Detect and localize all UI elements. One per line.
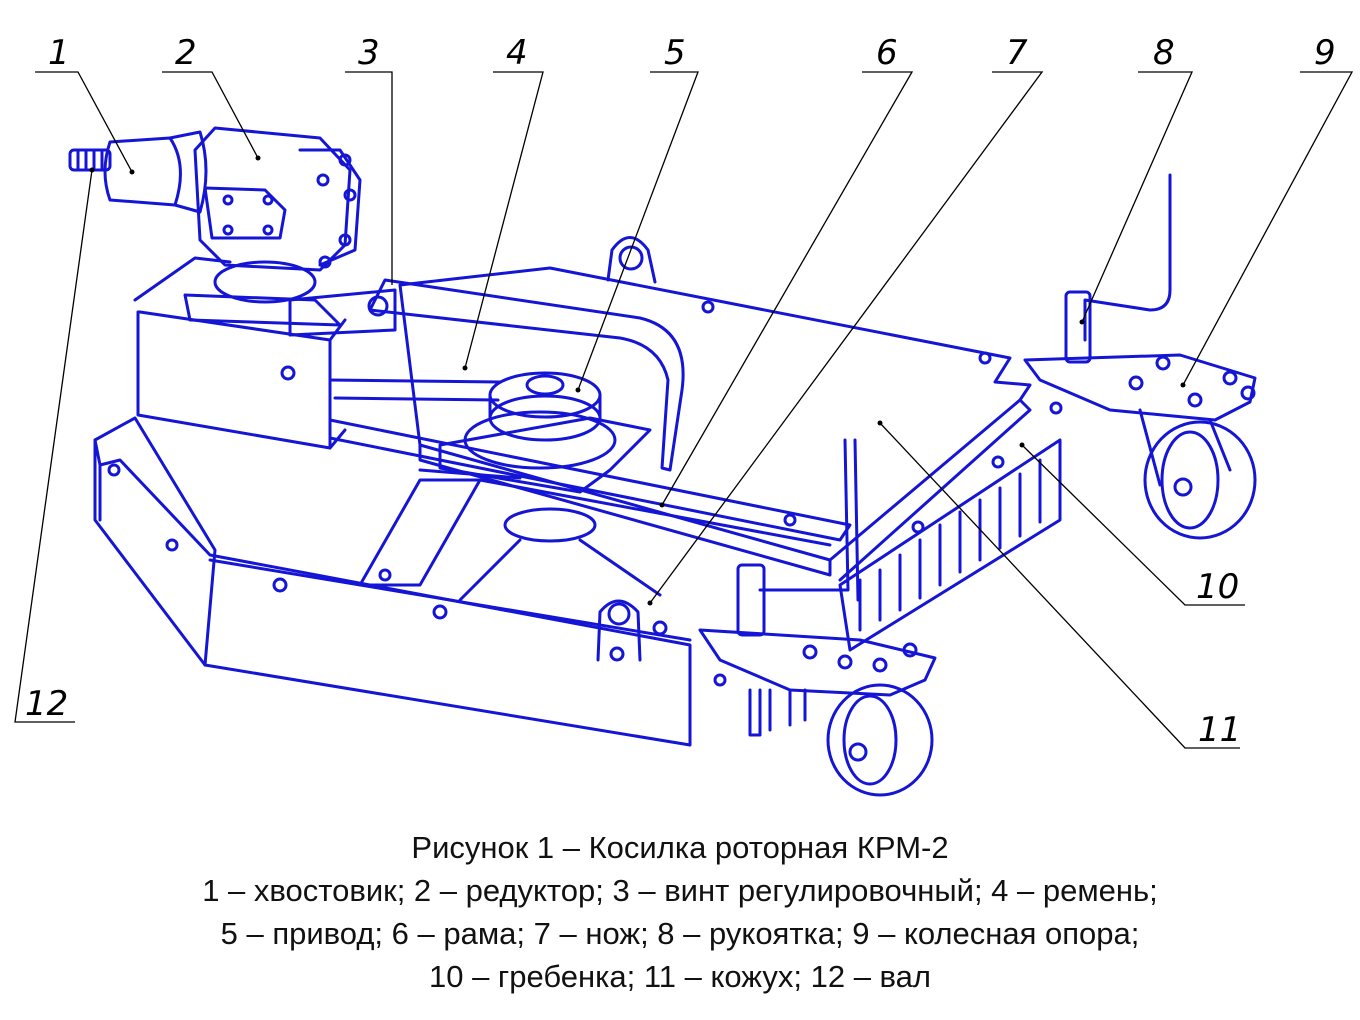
wheel-right-fork bbox=[1138, 408, 1232, 487]
leader-6 bbox=[661, 71, 914, 506]
wheel-left-inner bbox=[842, 694, 898, 786]
pulley-sides bbox=[488, 393, 602, 420]
front-guard bbox=[93, 416, 692, 747]
leader-10 bbox=[1021, 444, 1245, 606]
gearbox-side bbox=[298, 148, 362, 267]
handle-right-post bbox=[1064, 290, 1092, 364]
rear-frame-box bbox=[133, 256, 347, 450]
caption-legend-line-3: 10 – гребенка; 11 – кожух; 12 – вал bbox=[428, 959, 932, 994]
rear-lug bbox=[606, 236, 657, 284]
leader-1 bbox=[35, 71, 133, 173]
caption-legend-line-1: 1 – хвостовик; 2 – редуктор; 3 – винт ре… bbox=[202, 873, 1158, 908]
leader-12 bbox=[14, 169, 93, 723]
gearbox-cover bbox=[203, 186, 287, 240]
leader-8 bbox=[1081, 71, 1193, 323]
gearbox-bolts bbox=[222, 153, 357, 269]
front-lug bbox=[596, 599, 642, 662]
belt bbox=[328, 378, 502, 402]
leader-lines bbox=[14, 71, 1354, 749]
figure-caption: Рисунок 1 – Косилка роторная КРМ-2 1 – х… bbox=[0, 826, 1360, 998]
shank-flange bbox=[168, 130, 208, 214]
leader-9 bbox=[1182, 71, 1354, 386]
wheel-right-inner bbox=[1160, 430, 1220, 530]
wheel-plate-left bbox=[698, 628, 937, 697]
frame-bolt bbox=[280, 365, 296, 381]
callout-9: 9 bbox=[1314, 33, 1336, 73]
pulley-plate bbox=[438, 416, 652, 494]
leader-4 bbox=[464, 71, 544, 369]
callout-2: 2 bbox=[175, 33, 197, 73]
wheel-plate-right bbox=[1023, 353, 1257, 422]
guard-bolts bbox=[107, 300, 1063, 636]
caption-title: Рисунок 1 – Косилка роторная КРМ-2 bbox=[411, 830, 949, 865]
adjust-screw bbox=[367, 295, 389, 317]
leader-3 bbox=[345, 71, 393, 285]
leader-11 bbox=[879, 422, 1240, 749]
wheel-left bbox=[826, 683, 934, 797]
belt-housing bbox=[368, 278, 685, 472]
front-guard-side bbox=[93, 438, 207, 667]
front-lug-hole bbox=[607, 602, 631, 626]
front-lug-bolt bbox=[609, 646, 625, 662]
callout-10: 10 bbox=[1196, 567, 1239, 607]
wheel-plate-left-bolts bbox=[713, 642, 918, 687]
rear-lug-hole bbox=[618, 245, 644, 271]
callout-12: 12 bbox=[25, 684, 68, 724]
handle-left bbox=[758, 438, 860, 602]
cover-plate-edge bbox=[418, 398, 1032, 582]
wheel-left-axle bbox=[848, 742, 868, 762]
callout-1: 1 bbox=[48, 33, 70, 73]
shank bbox=[103, 136, 182, 207]
callout-8: 8 bbox=[1153, 33, 1175, 73]
callout-7: 7 bbox=[1006, 33, 1028, 73]
wheel-plate-right-bolts bbox=[1128, 355, 1256, 408]
spline-lines bbox=[76, 148, 104, 172]
callout-labels: 1 2 3 4 5 6 7 8 9 10 11 12 bbox=[25, 33, 1336, 750]
rotor-struts bbox=[458, 538, 662, 602]
mower-drawing: 1 2 3 4 5 6 7 8 9 10 11 12 bbox=[14, 33, 1354, 797]
wheel-right-axle bbox=[1173, 477, 1193, 497]
callout-11: 11 bbox=[1198, 710, 1241, 750]
callout-4: 4 bbox=[506, 33, 528, 73]
adjust-bracket bbox=[288, 288, 397, 337]
gearbox-mount bbox=[213, 260, 317, 304]
leader-2 bbox=[162, 71, 259, 159]
lower-rotor bbox=[503, 507, 597, 543]
wheel-right bbox=[1143, 420, 1257, 540]
pulley-hub bbox=[525, 374, 565, 396]
mower-line-art bbox=[68, 126, 1257, 797]
leader-7 bbox=[649, 71, 1044, 604]
callout-3: 3 bbox=[358, 33, 380, 73]
caption-legend-line-2: 5 – привод; 6 – рама; 7 – нож; 8 – рукоя… bbox=[220, 916, 1140, 951]
leader-5 bbox=[577, 71, 699, 391]
callout-6: 6 bbox=[876, 33, 898, 73]
leader-dots bbox=[89, 155, 1186, 606]
handle-left-post bbox=[736, 563, 766, 637]
handle-right bbox=[1083, 173, 1172, 342]
gearbox-base bbox=[183, 293, 342, 327]
callout-5: 5 bbox=[664, 33, 686, 73]
